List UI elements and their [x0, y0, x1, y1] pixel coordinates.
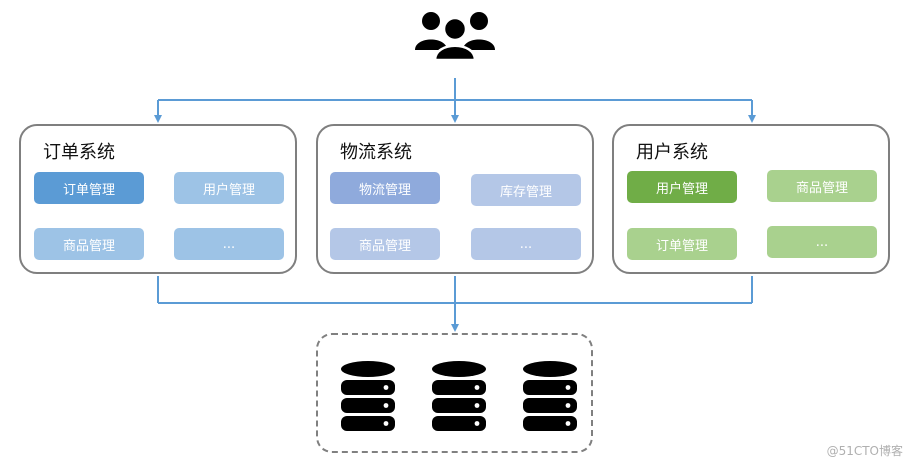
module-user-management: 用户管理 [627, 171, 737, 203]
watermark: @51CTO博客 [826, 444, 903, 458]
module-order-management: 订单管理 [627, 228, 737, 260]
database-icon [341, 361, 395, 431]
system-box-logistics: 物流系统 物流管理 库存管理 商品管理 ... [316, 124, 594, 274]
module-inventory-management: 库存管理 [471, 174, 581, 206]
system-box-order: 订单系统 订单管理 用户管理 商品管理 ... [19, 124, 297, 274]
module-user-management: 用户管理 [174, 172, 284, 204]
system-title-logistics: 物流系统 [340, 142, 412, 163]
system-box-user: 用户系统 用户管理 商品管理 订单管理 ... [612, 124, 890, 274]
module-product-management: 商品管理 [34, 228, 144, 260]
database-icon [523, 361, 577, 431]
module-more: ... [174, 228, 284, 260]
users-group-icon [415, 12, 495, 60]
module-product-management: 商品管理 [767, 170, 877, 202]
module-logistics-management: 物流管理 [330, 172, 440, 204]
database-cluster [316, 333, 593, 453]
module-order-management: 订单管理 [34, 172, 144, 204]
module-more: ... [471, 228, 581, 260]
database-icon [432, 361, 486, 431]
module-product-management: 商品管理 [330, 228, 440, 260]
module-more: ... [767, 226, 877, 258]
system-title-order: 订单系统 [43, 142, 115, 163]
system-title-user: 用户系统 [636, 142, 708, 163]
